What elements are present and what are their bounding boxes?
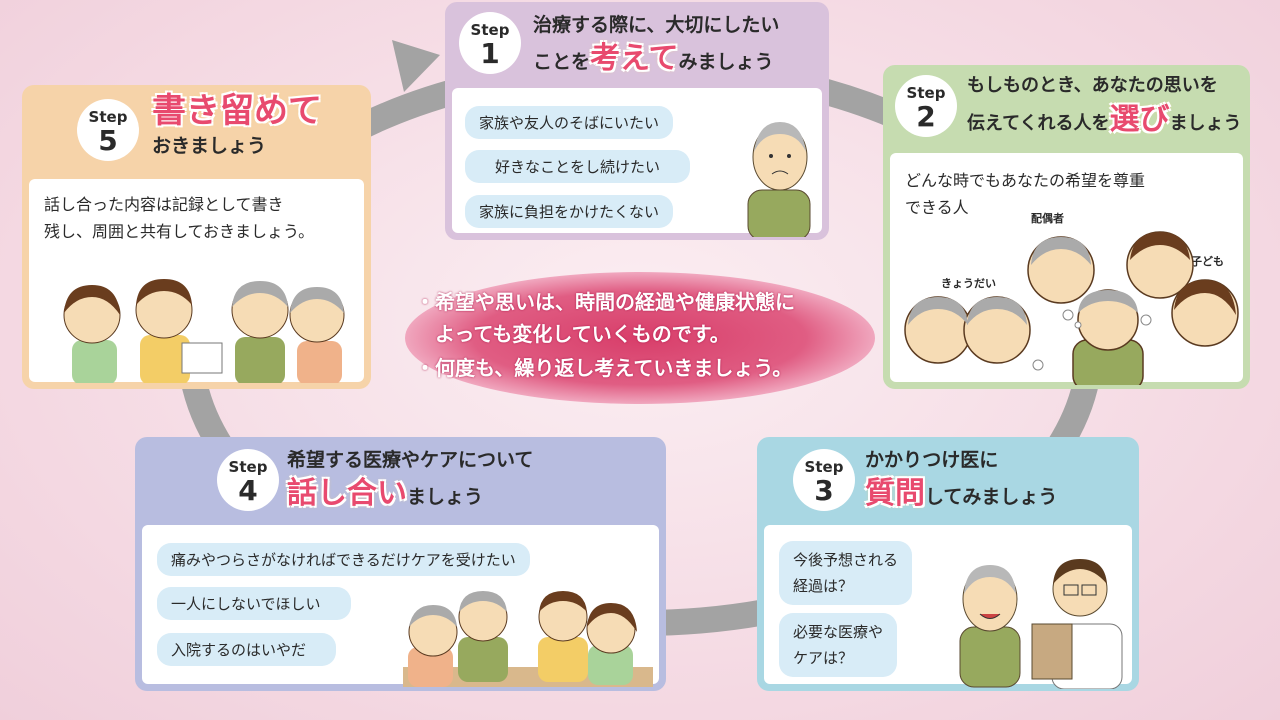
- arrow-head-icon: [392, 40, 440, 92]
- family-faces-illustration: [904, 231, 1239, 385]
- step-2-body: どんな時でもあなたの希望を尊重できる人: [905, 171, 1146, 217]
- step-4-title: 希望する医療やケアについて 話し合いましょう: [287, 449, 534, 511]
- step-1-bubble-3: 家族に負担をかけたくない: [465, 195, 674, 228]
- center-line-2: よっても変化していくものです。: [415, 322, 730, 346]
- center-line-1: ・希望や思いは、時間の経過や健康状態に: [415, 290, 795, 314]
- step-3-bubble-2: 必要な医療やケアは？: [779, 613, 898, 677]
- center-message: ・希望や思いは、時間の経過や健康状態に よっても変化していくものです。 ・何度も…: [405, 272, 875, 404]
- label-siblings: きょうだい: [941, 277, 996, 290]
- step-3-title: かかりつけ医に 質問してみましょう: [865, 449, 1058, 511]
- step-2-title: もしものとき、あなたの思いを 伝えてくれる人を選びましょう: [967, 75, 1242, 137]
- step-1-title: 治療する際に、大切にしたい ことを考えてみましょう: [533, 14, 780, 76]
- step-5-body: 話し合った内容は記録として書き残し、周囲と共有しておきましょう。: [44, 195, 315, 241]
- step-4-bubble-2: 一人にしないでほしい: [157, 587, 351, 620]
- thinking-elderly-man-illustration: [747, 122, 811, 237]
- step-5-title: 書き留めて おきましょう: [152, 91, 322, 157]
- step-1-bubble-2: 好きなことをし続けたい: [465, 150, 691, 183]
- label-spouse: 配偶者: [1031, 212, 1064, 225]
- step-3-bubble-1: 今後予想される経過は？: [779, 541, 913, 605]
- family-discussion-illustration: [403, 591, 653, 687]
- patient-and-doctor-illustration: [959, 559, 1123, 689]
- step-4-bubble-1: 痛みやつらさがなければできるだけケアを受けたい: [157, 543, 530, 576]
- center-line-3: ・何度も、繰り返し考えていきましょう。: [415, 356, 793, 380]
- step-4-bubble-3: 入院するのはいやだ: [157, 633, 337, 666]
- family-sharing-illustration: [63, 279, 345, 383]
- step-1-bubble-1: 家族や友人のそばにいたい: [465, 106, 674, 139]
- label-children: 子ども: [1191, 255, 1224, 268]
